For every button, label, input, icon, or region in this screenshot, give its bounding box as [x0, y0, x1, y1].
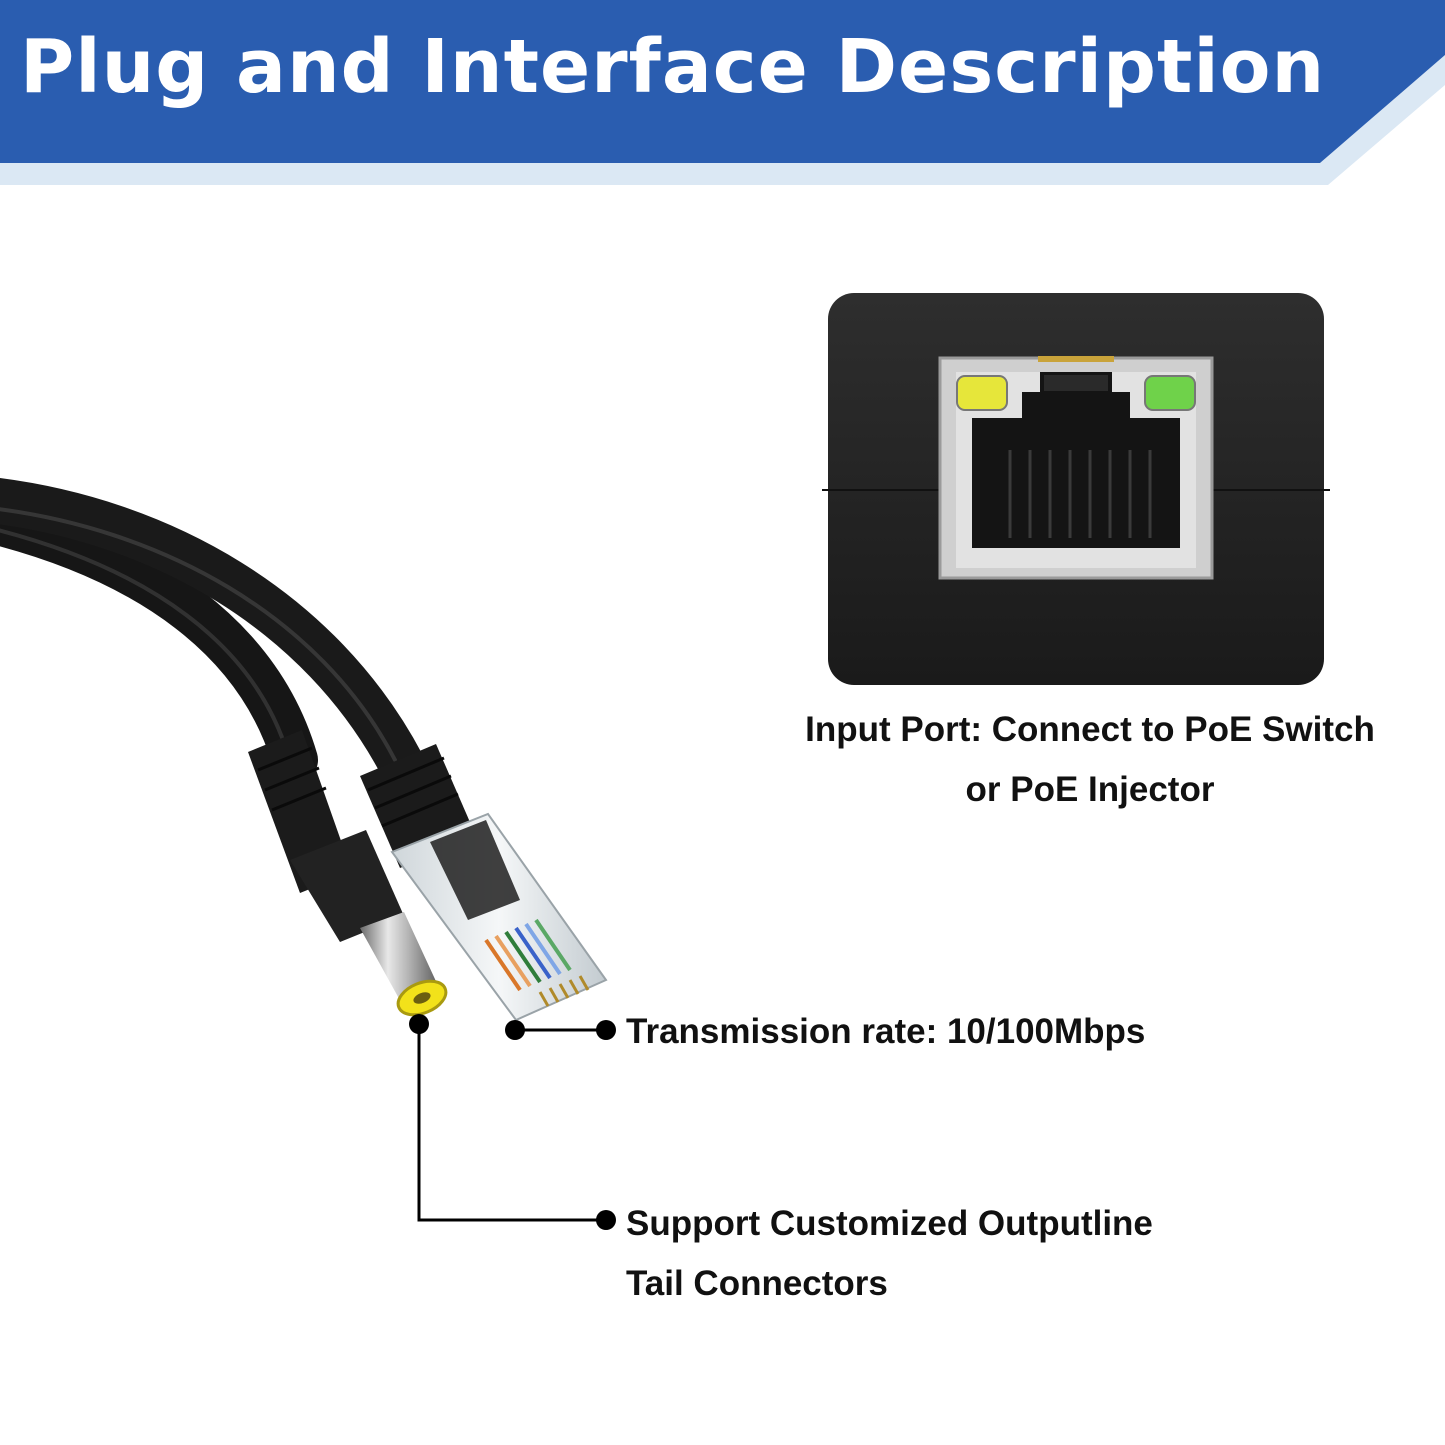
callout-line-custom	[409, 1014, 616, 1230]
page-title: Plug and Interface Description	[20, 24, 1326, 110]
plug-wires	[484, 918, 572, 992]
dc-power-plug	[248, 730, 448, 1017]
header-accent-stripe	[0, 55, 1445, 185]
poe-splitter-box	[822, 293, 1330, 685]
rj45-plug	[360, 744, 608, 1022]
header-banner	[0, 0, 1445, 185]
led-indicator-green	[1144, 375, 1196, 411]
transmission-rate-caption: Transmission rate: 10/100Mbps	[626, 1002, 1145, 1062]
output-cables	[0, 478, 425, 788]
custom-output-caption-line1: Support Customized Outputline	[626, 1204, 1153, 1243]
led-indicator-yellow	[956, 375, 1008, 411]
callout-line-transmission	[505, 1020, 616, 1040]
input-port-caption-line1: Input Port: Connect to PoE Switch	[805, 710, 1375, 749]
input-port-caption: Input Port: Connect to PoE Switch or PoE…	[760, 700, 1420, 820]
rj45-input-port	[938, 356, 1214, 580]
header-bar	[0, 0, 1445, 163]
input-port-caption-line2: or PoE Injector	[965, 770, 1215, 809]
custom-output-caption-line2: Tail Connectors	[626, 1264, 888, 1303]
transmission-rate-text: Transmission rate: 10/100Mbps	[626, 1012, 1146, 1051]
port-contact-pins	[1008, 450, 1152, 538]
custom-output-caption: Support Customized Outputline Tail Conne…	[626, 1194, 1153, 1314]
